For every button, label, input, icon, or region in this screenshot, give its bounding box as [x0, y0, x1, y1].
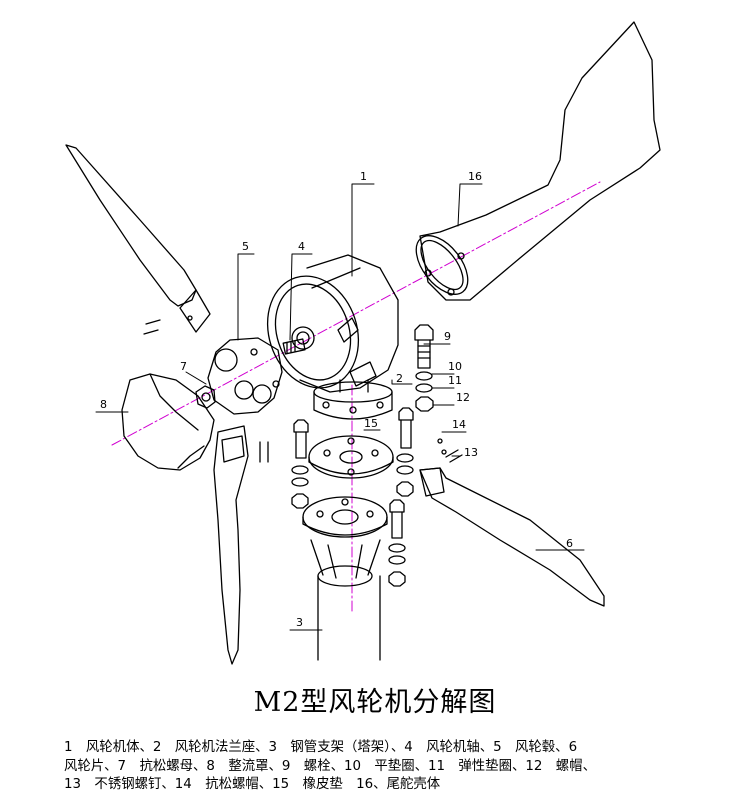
leader-lines [95, 183, 585, 631]
blade-upper-left [65, 144, 211, 335]
callout-1: 1 [360, 170, 367, 183]
rotor-shaft [282, 338, 306, 355]
callout-14: 14 [452, 418, 466, 431]
diagram-title: M2型风轮机分解图 [253, 687, 497, 718]
callout-3: 3 [296, 616, 303, 629]
nose-cone [121, 373, 215, 471]
callout-5: 5 [242, 240, 249, 253]
callout-numbers: 1 2 3 4 5 6 7 8 9 10 11 12 13 14 15 16 [100, 170, 573, 629]
tail-vane-body [415, 21, 661, 301]
callout-6: 6 [566, 537, 573, 550]
legend-line-1: 1 风轮机体、2 风轮机法兰座、3 钢管支架（塔架）、4 风轮机轴、5 风轮毂、… [64, 740, 578, 755]
generator-body [266, 254, 399, 393]
lock-nut [195, 385, 216, 409]
rotor-hub [207, 337, 283, 415]
callout-7: 7 [180, 360, 187, 373]
rubber-gasket [308, 435, 394, 479]
flange-seat [313, 379, 393, 420]
callout-9: 9 [444, 330, 451, 343]
callout-16: 16 [468, 170, 482, 183]
blade-lower [213, 425, 269, 665]
callout-13: 13 [464, 446, 478, 459]
callout-8: 8 [100, 398, 107, 411]
fasteners [291, 324, 463, 587]
callout-11: 11 [448, 374, 462, 387]
tower-pipe [302, 496, 388, 661]
legend-line-3: 13 不锈钢螺钉、14 抗松螺帽、15 橡皮垫 16、尾舵壳体 [64, 777, 441, 792]
parts-legend: 1 风轮机体、2 风轮机法兰座、3 钢管支架（塔架）、4 风轮机轴、5 风轮毂、… [64, 739, 744, 795]
legend-line-2: 风轮片、7 抗松螺母、8 整流罩、9 螺栓、10 平垫圈、11 弹性垫圈、12 … [64, 758, 596, 774]
callout-10: 10 [448, 360, 462, 373]
exploded-view-drawing: 1 2 3 4 5 6 7 8 9 10 11 12 13 14 15 16 [65, 21, 661, 665]
blade-right [419, 467, 605, 607]
callout-2: 2 [396, 372, 403, 385]
callout-4: 4 [298, 240, 305, 253]
callout-12: 12 [456, 391, 470, 404]
center-axis-lines [111, 181, 601, 613]
callout-15: 15 [364, 417, 378, 430]
